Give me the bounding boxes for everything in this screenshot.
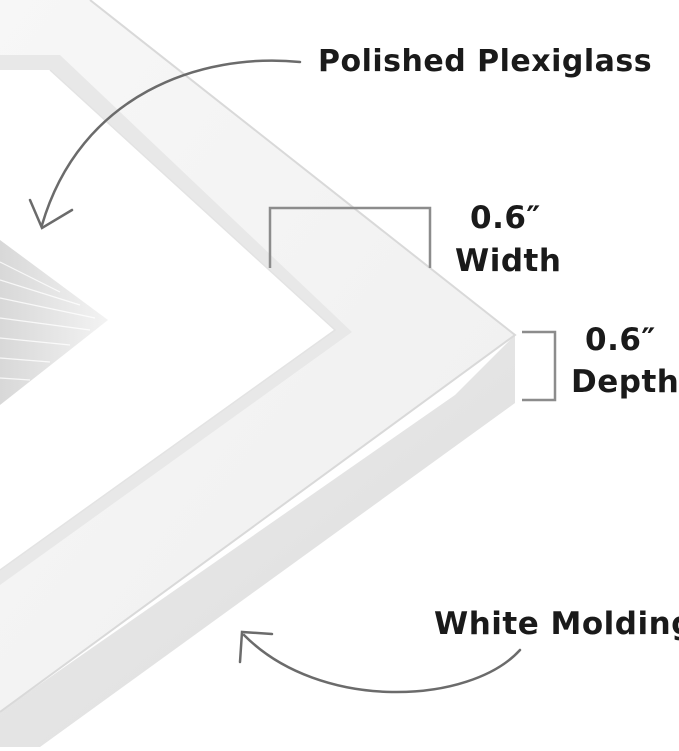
artwork-window	[0, 240, 108, 405]
width-value-label: 0.6″	[470, 200, 541, 236]
depth-value-label: 0.6″	[585, 322, 656, 358]
molding-arrow-icon	[238, 630, 522, 694]
plexiglass-arrow-icon	[28, 59, 302, 230]
mat-edge	[0, 69, 337, 571]
width-bracket-icon	[268, 206, 432, 268]
molding-label: White Molding	[434, 606, 679, 642]
width-label: Width	[455, 243, 562, 279]
artwork-texture	[0, 261, 96, 381]
frame-side	[0, 335, 515, 747]
depth-bracket-icon	[522, 330, 557, 402]
frame-edge	[0, 0, 517, 713]
mat-board	[0, 70, 335, 570]
plexiglass-label: Polished Plexiglass	[318, 44, 653, 79]
depth-label: Depth	[571, 364, 679, 400]
